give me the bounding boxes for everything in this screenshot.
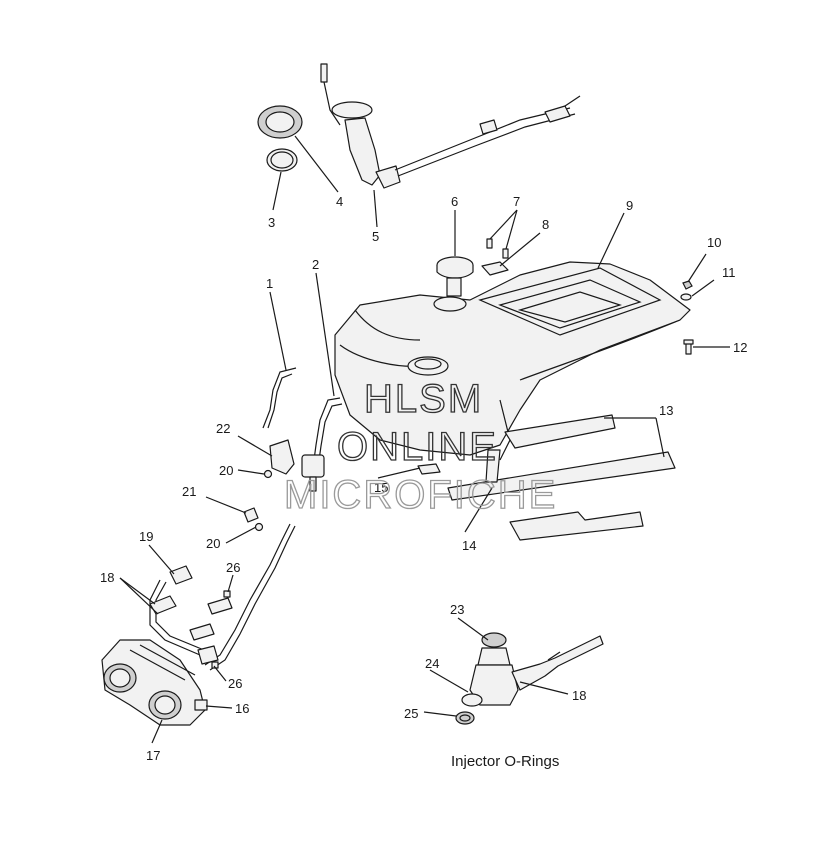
fuel-cap	[436, 256, 474, 297]
callout-3: 3	[268, 215, 275, 230]
watermark-line-2: ONLINE	[337, 425, 498, 469]
bracket-and-fasteners	[243, 439, 295, 532]
callout-23: 23	[450, 602, 464, 617]
callout-21: 21	[182, 484, 196, 499]
callout-labels: 1 2 3 4 5 6 7 8 9 10 11 12 13 14 15 16 1…	[100, 194, 747, 763]
injector-detail	[455, 632, 604, 725]
callout-8: 8	[542, 217, 549, 232]
fuel-rail-and-injectors	[149, 523, 296, 671]
leader-lines	[119, 135, 730, 744]
callout-9: 9	[626, 198, 633, 213]
callout-19: 19	[139, 529, 153, 544]
callout-26-lower: 26	[228, 676, 242, 691]
callout-18-detail: 18	[572, 688, 586, 703]
tank-strap	[417, 449, 501, 483]
callout-10: 10	[707, 235, 721, 250]
watermark-line-1: HLSM	[364, 377, 483, 421]
callout-16: 16	[235, 701, 249, 716]
fuel-pump-assembly	[320, 63, 581, 189]
throttle-body	[101, 639, 208, 726]
callout-22: 22	[216, 421, 230, 436]
heat-shields	[447, 414, 676, 541]
fasteners-7-8	[481, 238, 509, 276]
callout-6: 6	[451, 194, 458, 209]
lock-ring-and-seal	[257, 105, 303, 172]
callout-1: 1	[266, 276, 273, 291]
callout-2: 2	[312, 257, 319, 272]
callout-15: 15	[374, 480, 388, 495]
fuel-tank	[334, 261, 691, 461]
callout-26-upper: 26	[226, 560, 240, 575]
fuel-hoses-1-2	[262, 367, 343, 492]
callout-4: 4	[336, 194, 343, 209]
injector-caption: Injector O-Rings	[451, 753, 559, 770]
callout-20-lower: 20	[206, 536, 220, 551]
callout-13: 13	[659, 403, 673, 418]
callout-11: 11	[722, 265, 736, 280]
callout-24: 24	[425, 656, 439, 671]
callout-5: 5	[372, 229, 379, 244]
fasteners-10-12	[680, 280, 694, 355]
callout-17: 17	[146, 748, 160, 763]
callout-14: 14	[462, 538, 476, 553]
callout-12: 12	[733, 340, 747, 355]
callout-25: 25	[404, 706, 418, 721]
callout-7: 7	[513, 194, 520, 209]
callout-18-injectors: 18	[100, 570, 114, 585]
watermark-line-3: MICROFICHE	[284, 473, 557, 517]
callout-20-upper: 20	[219, 463, 233, 478]
watermark: HLSM ONLINE MICROFICHE	[283, 376, 557, 517]
